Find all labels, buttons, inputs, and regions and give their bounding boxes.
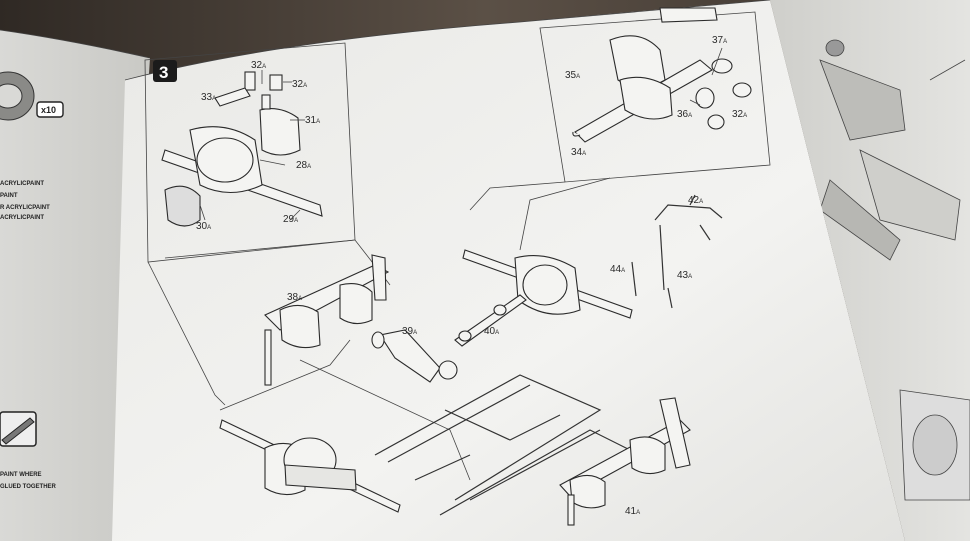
inset-box-front-axle — [539, 7, 771, 183]
callout-42a: 42A — [688, 195, 703, 206]
callout-35a: 35A — [565, 70, 580, 81]
step-badge: 3 — [153, 60, 177, 82]
callout-36a: 36A — [677, 109, 692, 120]
assembly-leader-lines — [147, 177, 611, 481]
callout-41a: 41A — [625, 506, 640, 517]
brush-tool-icon — [0, 411, 37, 447]
callout-43a: 43A — [677, 270, 692, 281]
inset-box-rear-axle — [144, 42, 356, 263]
quantity-badge — [36, 101, 64, 118]
paint-line-2: PAINT — [0, 193, 18, 199]
callout-30a: 30A — [196, 221, 211, 232]
step-number: 3 — [159, 63, 168, 82]
right-page — [770, 0, 970, 541]
bottom-line-1: PAINT WHERE — [0, 472, 42, 478]
callout-33a: 33A — [201, 92, 216, 103]
callout-32a-2: 32A — [292, 79, 307, 90]
bottom-line-2: GLUED TOGETHER — [0, 484, 57, 490]
callout-28a: 28A — [296, 160, 311, 171]
steering-linkage — [631, 194, 723, 309]
callout-40a: 40A — [484, 326, 499, 337]
paint-line-1: ACRYLICPAINT — [0, 181, 44, 187]
callout-labels: 32A 32A 33A 31A 28A 30A 29A 35A 37A 36A … — [196, 35, 747, 517]
callout-32a-3: 32A — [732, 109, 747, 120]
quantity-badge-text: x10 — [41, 105, 56, 115]
callout-32a-1: 32A — [251, 60, 266, 71]
callout-38a: 38A — [287, 292, 302, 303]
callout-29a: 29A — [283, 214, 298, 225]
tire-icon — [0, 71, 35, 121]
chassis-frame — [374, 374, 651, 516]
callout-34a: 34A — [571, 147, 586, 158]
paint-line-3: R ACRYLICPAINT — [0, 205, 50, 211]
paint-line-4: ACRYLICPAINT — [0, 215, 44, 221]
callout-31a: 31A — [305, 115, 320, 126]
callout-44a: 44A — [610, 264, 625, 275]
main-assembly — [219, 194, 723, 526]
callout-39a: 39A — [402, 326, 417, 337]
callout-37a: 37A — [712, 35, 727, 46]
left-page: x10 ACRYLICPAINT PAINT R ACRYLICPAINT AC… — [0, 29, 151, 541]
